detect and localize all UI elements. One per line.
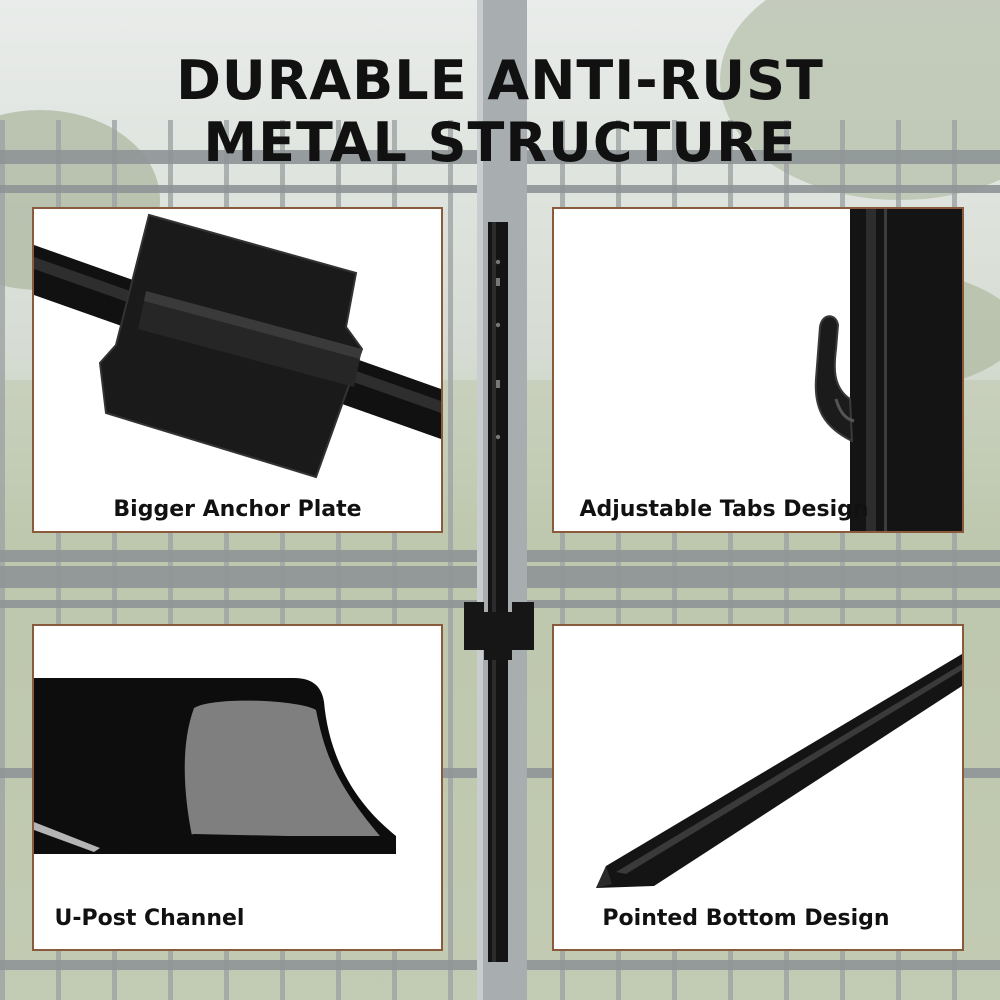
u-channel-icon xyxy=(34,678,396,854)
headline-line-2: METAL STRUCTURE xyxy=(203,111,797,174)
anchor-plate-icon xyxy=(34,213,441,479)
panel-caption: Adjustable Tabs Design xyxy=(579,497,869,522)
feature-panel-pointed-bottom: Pointed Bottom Design xyxy=(552,624,964,951)
panel-caption: Bigger Anchor Plate xyxy=(113,497,362,522)
feature-panel-u-channel: U-Post Channel xyxy=(32,624,443,951)
feature-panel-adjustable-tabs: Adjustable Tabs Design xyxy=(552,207,964,533)
headline-line-1: DURABLE ANTI-RUST xyxy=(176,49,824,112)
adjustable-tab-icon xyxy=(814,209,962,531)
feature-panel-anchor-plate: Bigger Anchor Plate xyxy=(32,207,443,533)
panel-caption: Pointed Bottom Design xyxy=(602,906,890,931)
panel-caption: U-Post Channel xyxy=(54,906,245,931)
headline: DURABLE ANTI-RUST METAL STRUCTURE xyxy=(0,50,1000,174)
pointed-bottom-icon xyxy=(596,654,962,888)
u-post-shape xyxy=(488,222,508,962)
